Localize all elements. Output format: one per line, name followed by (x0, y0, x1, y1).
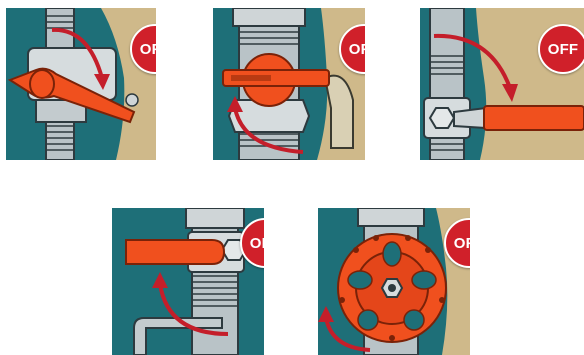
off-badge: OFF (538, 24, 584, 74)
valve-panel-2: OFF (213, 8, 365, 160)
valve-panel-1: OFF (6, 8, 156, 160)
valve-panel-5: OFF (318, 208, 470, 355)
lever-valve-icon (213, 8, 365, 160)
valve-panel-3: OFF (420, 8, 584, 160)
valve-panel-4: OFF (112, 208, 264, 355)
lever-valve-icon (6, 8, 156, 160)
lever-valve-icon (112, 208, 264, 355)
